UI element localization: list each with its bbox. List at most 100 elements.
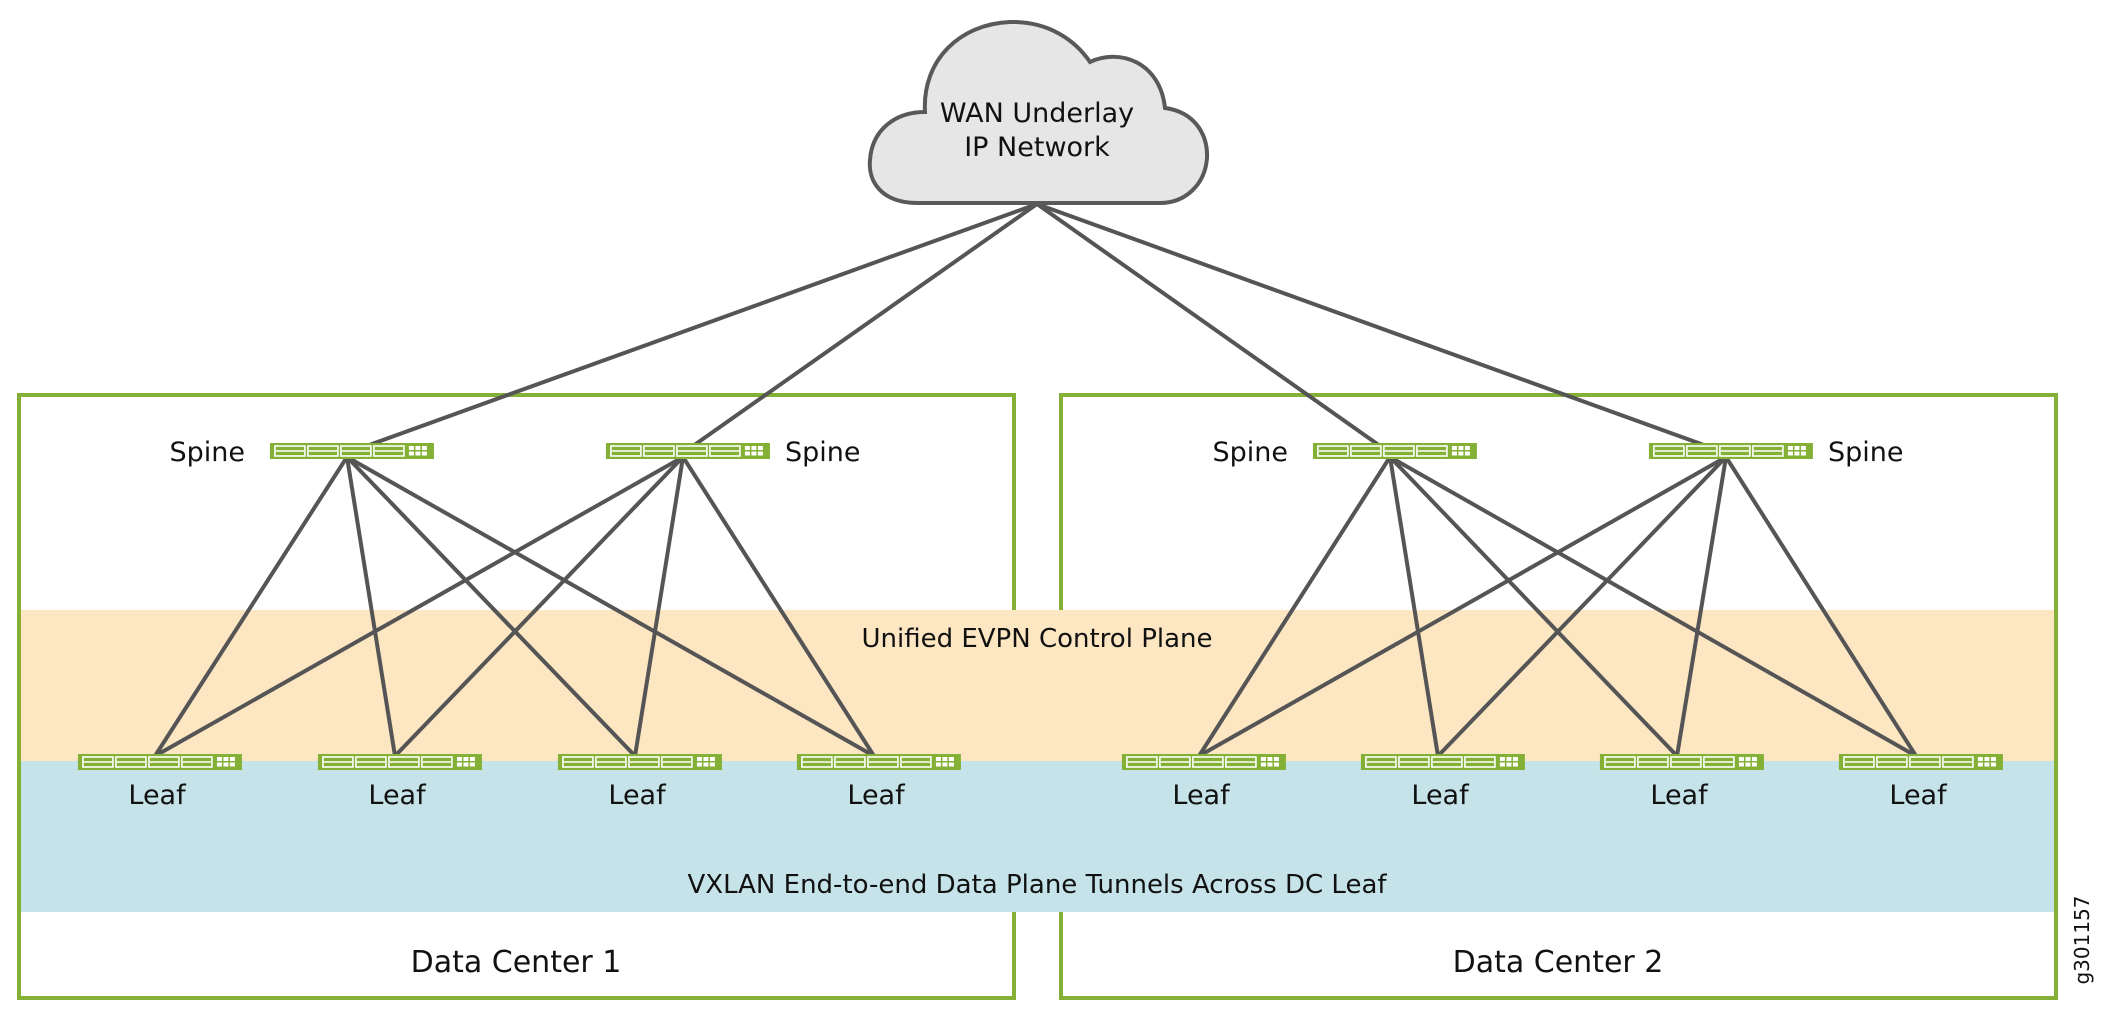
port-led [469,757,475,761]
port-led [1977,762,1983,767]
dc1-spine-switch-1[interactable] [269,443,434,459]
port-block [355,756,387,768]
port-led [1738,757,1744,761]
dc2-leaf-label-4: Leaf [1889,780,1948,811]
dc2-spine-switch-1[interactable] [1312,443,1477,459]
link-dc1-spine1-leaf1 [153,455,349,758]
dc2-leaf-switch-2[interactable] [1360,754,1525,770]
dc1-spine-label-2: Spine [785,437,861,468]
port-led [1794,446,1800,450]
port-block [562,756,594,768]
dc2-leaf-label-2: Leaf [1411,780,1470,811]
dc2-spine-label-1: Spine [1212,437,1288,468]
port-led [709,762,715,767]
port-block [1909,756,1941,768]
dc1-leaf-switch-3[interactable] [557,754,722,770]
port-block [900,756,932,768]
port-block [421,756,453,768]
port-led [1794,451,1800,456]
port-led [1977,757,1983,761]
dc1-leaf-switch-4[interactable] [796,754,961,770]
link-dc2-spine1-leaf3 [1388,455,1679,758]
port-led [935,757,941,761]
port-led [1990,762,1996,767]
link-wan-dc2-spine2 [1035,202,1728,455]
dc1-leaf-label-2: Leaf [368,780,427,811]
port-led [1273,757,1279,761]
link-dc1-spine1-leaf4 [345,455,876,758]
port-block [1752,445,1784,457]
dc1-leaf-label-1: Leaf [128,780,187,811]
dc1-leaf-switch-2[interactable] [317,754,482,770]
port-led [751,446,757,450]
port-led [1506,757,1512,761]
port-led [1745,757,1751,761]
dc2-leaf-switch-1[interactable] [1121,754,1286,770]
port-led [415,451,421,456]
port-led [757,451,763,456]
link-dc1-spine2-leaf1 [153,455,685,758]
port-block [1843,756,1875,768]
port-block [1670,756,1702,768]
port-block [709,445,741,457]
port-led [1751,762,1757,767]
figure-id: g301157 [2070,895,2094,984]
data-center-2-box [1059,393,2058,1000]
port-led [408,451,414,456]
port-block [148,756,180,768]
port-block [1398,756,1430,768]
port-led [1745,762,1751,767]
port-led [408,446,414,450]
data-center-2-label: Data Center 2 [1453,945,1664,980]
dc2-leaf-switch-4[interactable] [1838,754,2003,770]
port-block [661,756,693,768]
port-block [1350,445,1382,457]
dc1-spine-switch-2[interactable] [605,443,770,459]
port-led [1260,762,1266,767]
dc1-leaf-label-4: Leaf [847,780,906,811]
port-block [340,445,372,457]
port-led [1451,446,1457,450]
port-block [1637,756,1669,768]
data-plane-label: VXLAN End-to-end Data Plane Tunnels Acro… [687,870,1387,900]
port-led [1990,757,1996,761]
port-led [1451,451,1457,456]
link-dc2-spine1-leaf2 [1388,455,1440,758]
port-led [1800,446,1806,450]
control-plane-label: Unified EVPN Control Plane [861,624,1212,654]
dc2-spine-label-2: Spine [1828,437,1904,468]
port-block [676,445,708,457]
port-block [1225,756,1257,768]
port-led [1267,762,1273,767]
port-block [1653,445,1685,457]
port-led [1800,451,1806,456]
link-dc1-spine2-leaf3 [633,455,685,758]
port-led [935,762,941,767]
port-block [834,756,866,768]
port-block [1703,756,1735,768]
port-led [744,446,750,450]
dc1-leaf-switch-1[interactable] [77,754,242,770]
port-block [1317,445,1349,457]
port-led [229,762,235,767]
port-block [1876,756,1908,768]
port-led [1458,451,1464,456]
port-led [1984,762,1990,767]
port-block [801,756,833,768]
port-block [307,445,339,457]
port-led [1512,757,1518,761]
port-led [703,757,709,761]
port-block [610,445,642,457]
dc2-leaf-switch-3[interactable] [1599,754,1764,770]
link-dc2-spine2-leaf3 [1675,455,1728,758]
dc2-spine-switch-2[interactable] [1648,443,1813,459]
wan-cloud[interactable]: WAN Underlay IP Network [867,19,1210,205]
port-led [415,446,421,450]
port-led [463,762,469,767]
port-led [1499,762,1505,767]
port-led [223,757,229,761]
port-led [1458,446,1464,450]
port-led [744,451,750,456]
